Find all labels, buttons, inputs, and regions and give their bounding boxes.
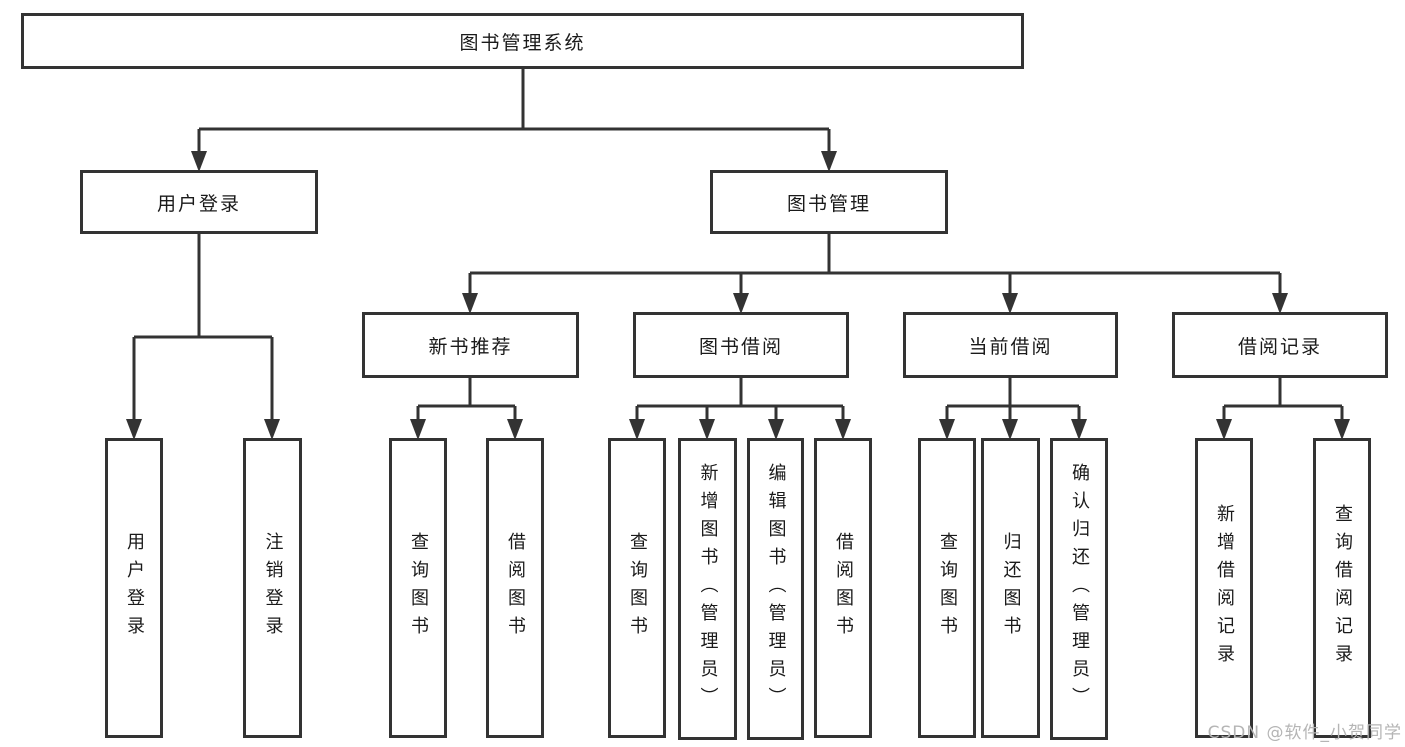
leaf-query-books-borrowing: 查询图书 — [608, 438, 666, 738]
arrow-down-icon — [768, 419, 784, 440]
arrow-down-icon — [939, 419, 955, 440]
leaf-query-books-recommend: 查询图书 — [389, 438, 447, 738]
node-current-borrowing: 当前借阅 — [903, 312, 1118, 378]
arrow-down-icon — [821, 151, 837, 172]
leaf-add-borrow-record: 新增借阅记录 — [1195, 438, 1253, 738]
node-borrowing-records: 借阅记录 — [1172, 312, 1388, 378]
arrow-down-icon — [507, 419, 523, 440]
arrow-down-icon — [126, 419, 142, 440]
node-new-book-recommendation: 新书推荐 — [362, 312, 579, 378]
arrow-down-icon — [733, 293, 749, 314]
arrow-down-icon — [1002, 419, 1018, 440]
leaf-query-borrow-record: 查询借阅记录 — [1313, 438, 1371, 738]
leaf-edit-books-admin: 编辑图书（管理员） — [747, 438, 804, 740]
leaf-user-login: 用户登录 — [105, 438, 163, 738]
node-user-login: 用户登录 — [80, 170, 318, 234]
leaf-logout: 注销登录 — [243, 438, 302, 738]
arrow-down-icon — [1071, 419, 1087, 440]
leaf-query-books-current: 查询图书 — [918, 438, 976, 738]
leaf-borrow-books-recommend: 借阅图书 — [486, 438, 544, 738]
node-root-library-management-system: 图书管理系统 — [21, 13, 1024, 69]
arrow-down-icon — [410, 419, 426, 440]
leaf-add-books-admin: 新增图书（管理员） — [678, 438, 737, 740]
arrow-down-icon — [629, 419, 645, 440]
arrow-down-icon — [264, 419, 280, 440]
arrow-down-icon — [1272, 293, 1288, 314]
arrow-down-icon — [1216, 419, 1232, 440]
arrow-down-icon — [699, 419, 715, 440]
csdn-watermark: CSDN @软件_小贺同学 — [1207, 723, 1402, 743]
arrow-down-icon — [1002, 293, 1018, 314]
node-book-borrowing: 图书借阅 — [633, 312, 849, 378]
arrow-down-icon — [835, 419, 851, 440]
leaf-confirm-return-admin: 确认归还（管理员） — [1050, 438, 1108, 740]
leaf-return-books: 归还图书 — [981, 438, 1040, 738]
arrow-down-icon — [191, 151, 207, 172]
arrow-down-icon — [462, 293, 478, 314]
arrow-down-icon — [1334, 419, 1350, 440]
leaf-borrow-books-borrowing: 借阅图书 — [814, 438, 872, 738]
node-book-management: 图书管理 — [710, 170, 948, 234]
